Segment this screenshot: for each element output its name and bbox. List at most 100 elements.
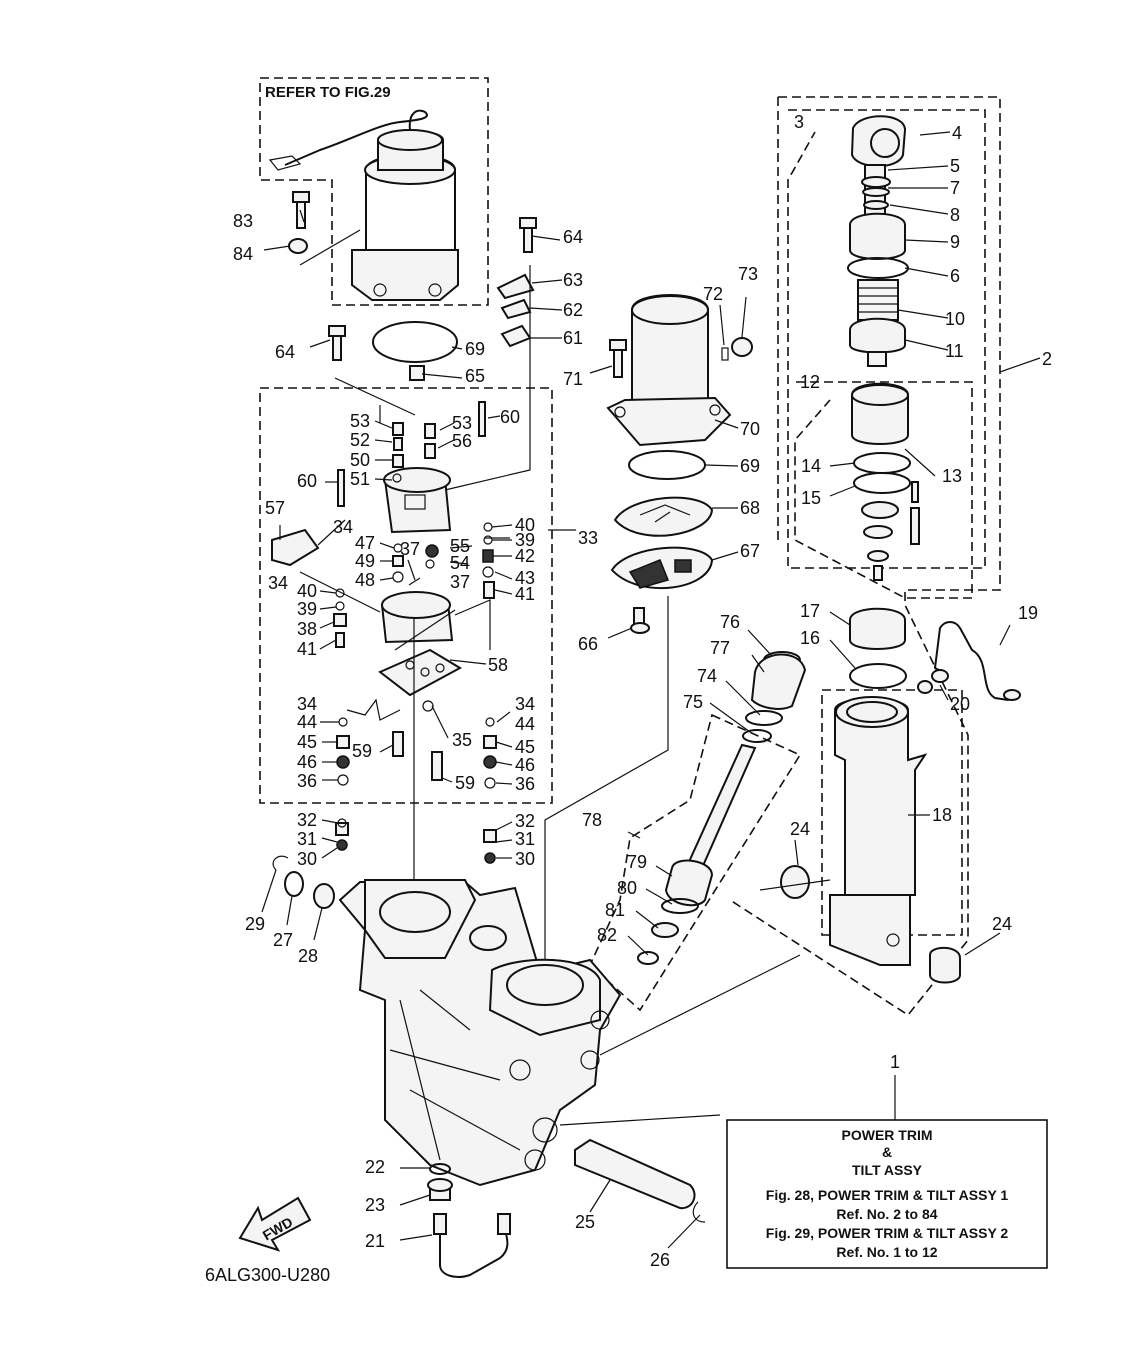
callout-24a: 24 xyxy=(790,819,810,839)
free-piston-assy xyxy=(851,382,920,581)
callout-43: 43 xyxy=(515,568,535,588)
callout-31a: 31 xyxy=(297,829,317,849)
callout-53b: 53 xyxy=(452,413,472,433)
info-title-2: & xyxy=(882,1144,892,1160)
callout-31b: 31 xyxy=(515,829,535,849)
callout-59a: 59 xyxy=(352,741,372,761)
trim-cylinder xyxy=(637,651,807,965)
callout-10: 10 xyxy=(945,309,965,329)
callout-36b: 36 xyxy=(515,774,535,794)
callout-60b: 60 xyxy=(297,471,317,491)
callout-66: 66 xyxy=(578,634,598,654)
info-line-3: Fig. 29, POWER TRIM & TILT ASSY 2 xyxy=(766,1225,1009,1241)
callout-11: 11 xyxy=(945,341,964,361)
callout-59b: 59 xyxy=(455,773,475,793)
callout-47: 47 xyxy=(355,533,375,553)
callout-41b: 41 xyxy=(515,584,535,604)
valve-block-group xyxy=(271,191,537,864)
callout-39a: 39 xyxy=(297,599,317,619)
callout-37a: 37 xyxy=(400,539,420,559)
callout-16: 16 xyxy=(800,628,820,648)
callout-65: 65 xyxy=(465,366,485,386)
info-line-4: Ref. No. 1 to 12 xyxy=(836,1244,937,1260)
callout-46b: 46 xyxy=(515,755,535,775)
callout-23: 23 xyxy=(365,1195,385,1215)
info-line-1: Fig. 28, POWER TRIM & TILT ASSY 1 xyxy=(766,1187,1009,1203)
callout-44a: 44 xyxy=(297,712,317,732)
callout-70: 70 xyxy=(740,419,760,439)
callout-61: 61 xyxy=(563,328,583,348)
callout-15: 15 xyxy=(801,488,821,508)
callout-60a: 60 xyxy=(500,407,520,427)
callout-14: 14 xyxy=(801,456,821,476)
callout-50: 50 xyxy=(350,450,370,470)
callout-32b: 32 xyxy=(515,811,535,831)
callout-63: 63 xyxy=(563,270,583,290)
callout-28: 28 xyxy=(298,946,318,966)
callout-69b: 69 xyxy=(740,456,760,476)
callout-57: 57 xyxy=(265,498,285,518)
callout-3: 3 xyxy=(794,112,804,132)
callout-53a: 53 xyxy=(350,411,370,431)
callout-20: 20 xyxy=(950,694,970,714)
callout-6: 6 xyxy=(950,266,960,286)
callout-40b: 40 xyxy=(515,515,535,535)
callout-34d: 34 xyxy=(515,694,535,714)
callout-76: 76 xyxy=(720,612,740,632)
callout-36a: 36 xyxy=(297,771,317,791)
callout-56: 56 xyxy=(452,431,472,451)
callout-4: 4 xyxy=(952,123,962,143)
info-line-2: Ref. No. 2 to 84 xyxy=(836,1206,937,1222)
callout-55: 55 xyxy=(450,536,470,556)
callout-58: 58 xyxy=(488,655,508,675)
callout-42: 42 xyxy=(515,546,535,566)
refer-note: REFER TO FIG.29 xyxy=(265,84,391,101)
callout-26: 26 xyxy=(650,1250,670,1270)
main-bracket-body xyxy=(338,879,622,1187)
tilt-cylinder xyxy=(780,607,1021,984)
callout-74: 74 xyxy=(697,666,717,686)
callout-12: 12 xyxy=(800,372,820,392)
callout-30a: 30 xyxy=(297,849,317,869)
callout-46a: 46 xyxy=(297,752,317,772)
callout-32a: 32 xyxy=(297,810,317,830)
callout-80: 80 xyxy=(617,878,637,898)
callout-45b: 45 xyxy=(515,737,535,757)
callout-34c: 34 xyxy=(297,694,317,714)
callout-35: 35 xyxy=(452,730,472,750)
callout-81: 81 xyxy=(605,900,625,920)
callout-84: 84 xyxy=(233,244,253,264)
callout-52: 52 xyxy=(350,430,370,450)
callout-13: 13 xyxy=(942,466,962,486)
callout-62: 62 xyxy=(563,300,583,320)
callout-25: 25 xyxy=(575,1212,595,1232)
callout-33: 33 xyxy=(578,528,598,548)
callout-27: 27 xyxy=(273,930,293,950)
callout-37b: 37 xyxy=(450,572,470,592)
callout-67: 67 xyxy=(740,541,760,561)
callout-64b: 64 xyxy=(275,342,295,362)
callout-41a: 41 xyxy=(297,639,317,659)
callout-5: 5 xyxy=(950,156,960,176)
callout-78: 78 xyxy=(582,810,602,830)
assembly-boundaries xyxy=(259,77,1001,1017)
callout-9: 9 xyxy=(950,232,960,252)
callout-34b: 34 xyxy=(268,573,288,593)
callout-17: 17 xyxy=(800,601,820,621)
lower-parts xyxy=(238,855,706,1278)
callout-21: 21 xyxy=(365,1231,385,1251)
info-box: POWER TRIM & TILT ASSY Fig. 28, POWER TR… xyxy=(726,1119,1048,1269)
callout-73: 73 xyxy=(738,264,758,284)
callout-2: 2 xyxy=(1042,349,1052,369)
callout-51: 51 xyxy=(350,469,370,489)
callout-7: 7 xyxy=(950,178,960,198)
callout-77: 77 xyxy=(710,638,730,658)
callout-8: 8 xyxy=(950,205,960,225)
callout-48: 48 xyxy=(355,570,375,590)
tilt-piston-assy xyxy=(847,115,909,367)
callout-1: 1 xyxy=(890,1052,900,1072)
info-title-1: POWER TRIM xyxy=(842,1127,933,1143)
callout-68: 68 xyxy=(740,498,760,518)
callout-83: 83 xyxy=(233,211,253,231)
